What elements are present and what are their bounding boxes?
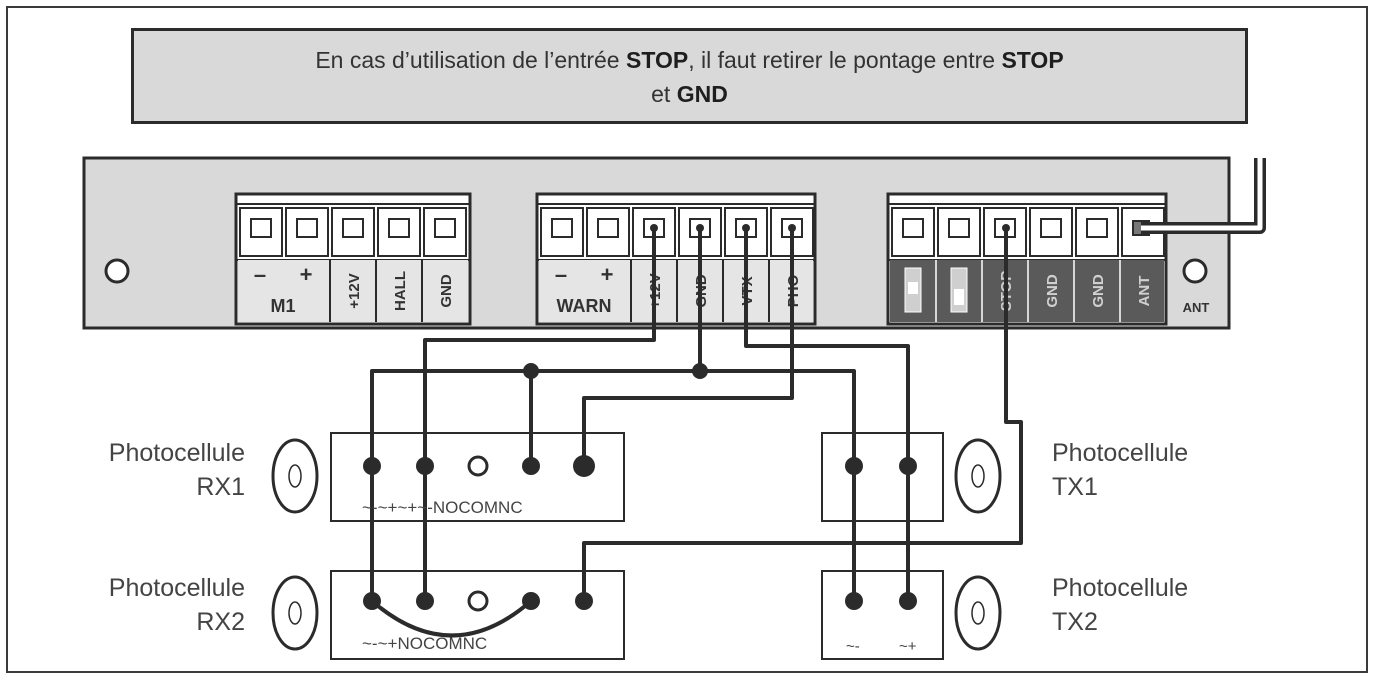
label-rx1-line2: RX1 bbox=[196, 473, 245, 501]
label-tx2: Photocellule TX2 bbox=[1052, 571, 1272, 639]
pin-label-plus: + bbox=[601, 262, 614, 287]
tx2-term-minus: ~- bbox=[846, 638, 860, 655]
tx2-term-plus: ~+ bbox=[899, 638, 917, 655]
photocell-tx2-box bbox=[821, 570, 944, 660]
label-tx1-line1: Photocellule bbox=[1052, 439, 1189, 467]
pin-label-gnd: GND bbox=[1044, 274, 1061, 308]
pin-label-12v: +12V bbox=[346, 273, 363, 308]
pin-label-gnd: GND bbox=[438, 274, 455, 308]
label-rx2-line1: Photocellule bbox=[108, 574, 245, 602]
pin-group-warn: WARN bbox=[557, 296, 612, 316]
ant-label: ANT bbox=[1183, 300, 1210, 315]
wire-junctions bbox=[523, 224, 1010, 379]
wiring bbox=[370, 228, 1023, 638]
photocell-rx1-box bbox=[330, 432, 625, 522]
terminal-block-warn: – + WARN +12V GND VTX PHO bbox=[535, 192, 817, 326]
pin-label-minus: – bbox=[555, 262, 567, 287]
photocell-rx2-box bbox=[330, 570, 625, 660]
note-text: et bbox=[651, 81, 677, 107]
label-rx2: Photocellule RX2 bbox=[60, 571, 245, 639]
pin-label-ant: ANT bbox=[1136, 276, 1153, 307]
terminal-block-m1: – + M1 +12V HALL GND bbox=[234, 192, 472, 326]
note-line-1: En cas d’utilisation de l’entrée STOP, i… bbox=[134, 43, 1245, 77]
pin-label-hall: HALL bbox=[392, 271, 409, 311]
note-line-2: et GND bbox=[134, 77, 1245, 111]
photocell-terminals bbox=[363, 455, 917, 612]
pin-label-gnd: GND bbox=[1090, 274, 1107, 308]
label-rx1: Photocellule RX1 bbox=[60, 436, 245, 504]
photocell-tx1-box bbox=[821, 432, 944, 522]
stop-warning-note: En cas d’utilisation de l’entrée STOP, i… bbox=[131, 28, 1248, 124]
note-bold-gnd: GND bbox=[676, 81, 728, 107]
antenna-terminal-hole bbox=[1182, 258, 1208, 284]
pin-label-minus: – bbox=[254, 262, 266, 287]
diagram-frame bbox=[6, 6, 1368, 673]
label-tx2-line1: Photocellule bbox=[1052, 574, 1189, 602]
label-rx1-line1: Photocellule bbox=[108, 439, 245, 467]
note-text: , il faut retirer le pontage entre bbox=[688, 47, 1002, 73]
rx1-terminal-labels: ~-~+~+~-NOCOMNC bbox=[362, 498, 523, 517]
label-rx2-line2: RX2 bbox=[196, 608, 245, 636]
terminal-block-stop: STOP GND GND ANT bbox=[886, 192, 1168, 326]
label-tx1-line2: TX1 bbox=[1052, 473, 1098, 501]
label-tx2-line2: TX2 bbox=[1052, 608, 1098, 636]
note-bold-stop: STOP bbox=[626, 47, 689, 73]
rx2-terminal-labels: ~-~+NOCOMNC bbox=[362, 634, 487, 653]
note-bold-stop: STOP bbox=[1001, 47, 1064, 73]
label-tx1: Photocellule TX1 bbox=[1052, 436, 1272, 504]
lens-icon bbox=[271, 438, 1002, 651]
note-text: En cas d’utilisation de l’entrée bbox=[315, 47, 626, 73]
pin-group-m1: M1 bbox=[270, 296, 295, 316]
dip-switch-icon bbox=[904, 267, 968, 313]
pin-label-plus: + bbox=[300, 262, 313, 287]
board-mounting-hole bbox=[104, 258, 130, 284]
